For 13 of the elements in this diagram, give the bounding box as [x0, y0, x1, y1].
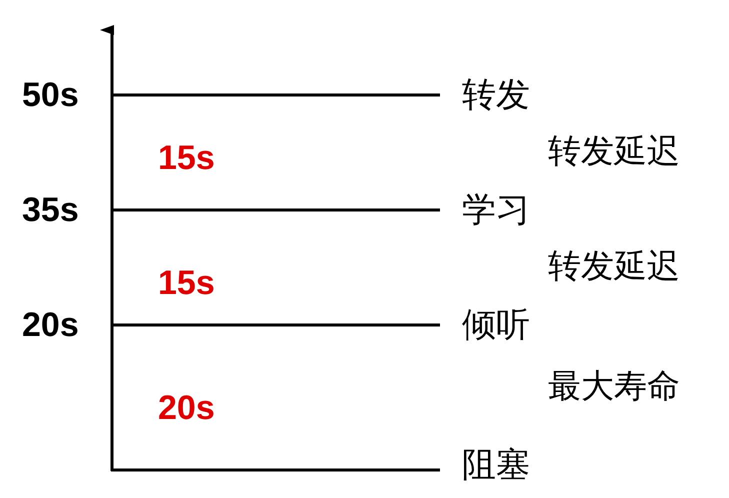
timer-label: 转发延迟	[548, 248, 680, 282]
time-tick-label: 20s	[22, 308, 79, 342]
port-state-label: 转发	[462, 78, 530, 112]
timer-label: 最大寿命	[548, 368, 680, 402]
interval-label: 15s	[158, 141, 215, 175]
interval-label: 20s	[158, 391, 215, 425]
interval-label: 15s	[158, 266, 215, 300]
timer-label: 转发延迟	[548, 134, 680, 166]
time-tick-label: 35s	[22, 193, 79, 227]
port-state-label: 倾听	[462, 308, 530, 342]
port-state-label: 学习	[462, 193, 530, 227]
time-tick-label: 50s	[22, 78, 79, 112]
port-state-label: 阻塞	[462, 448, 530, 482]
